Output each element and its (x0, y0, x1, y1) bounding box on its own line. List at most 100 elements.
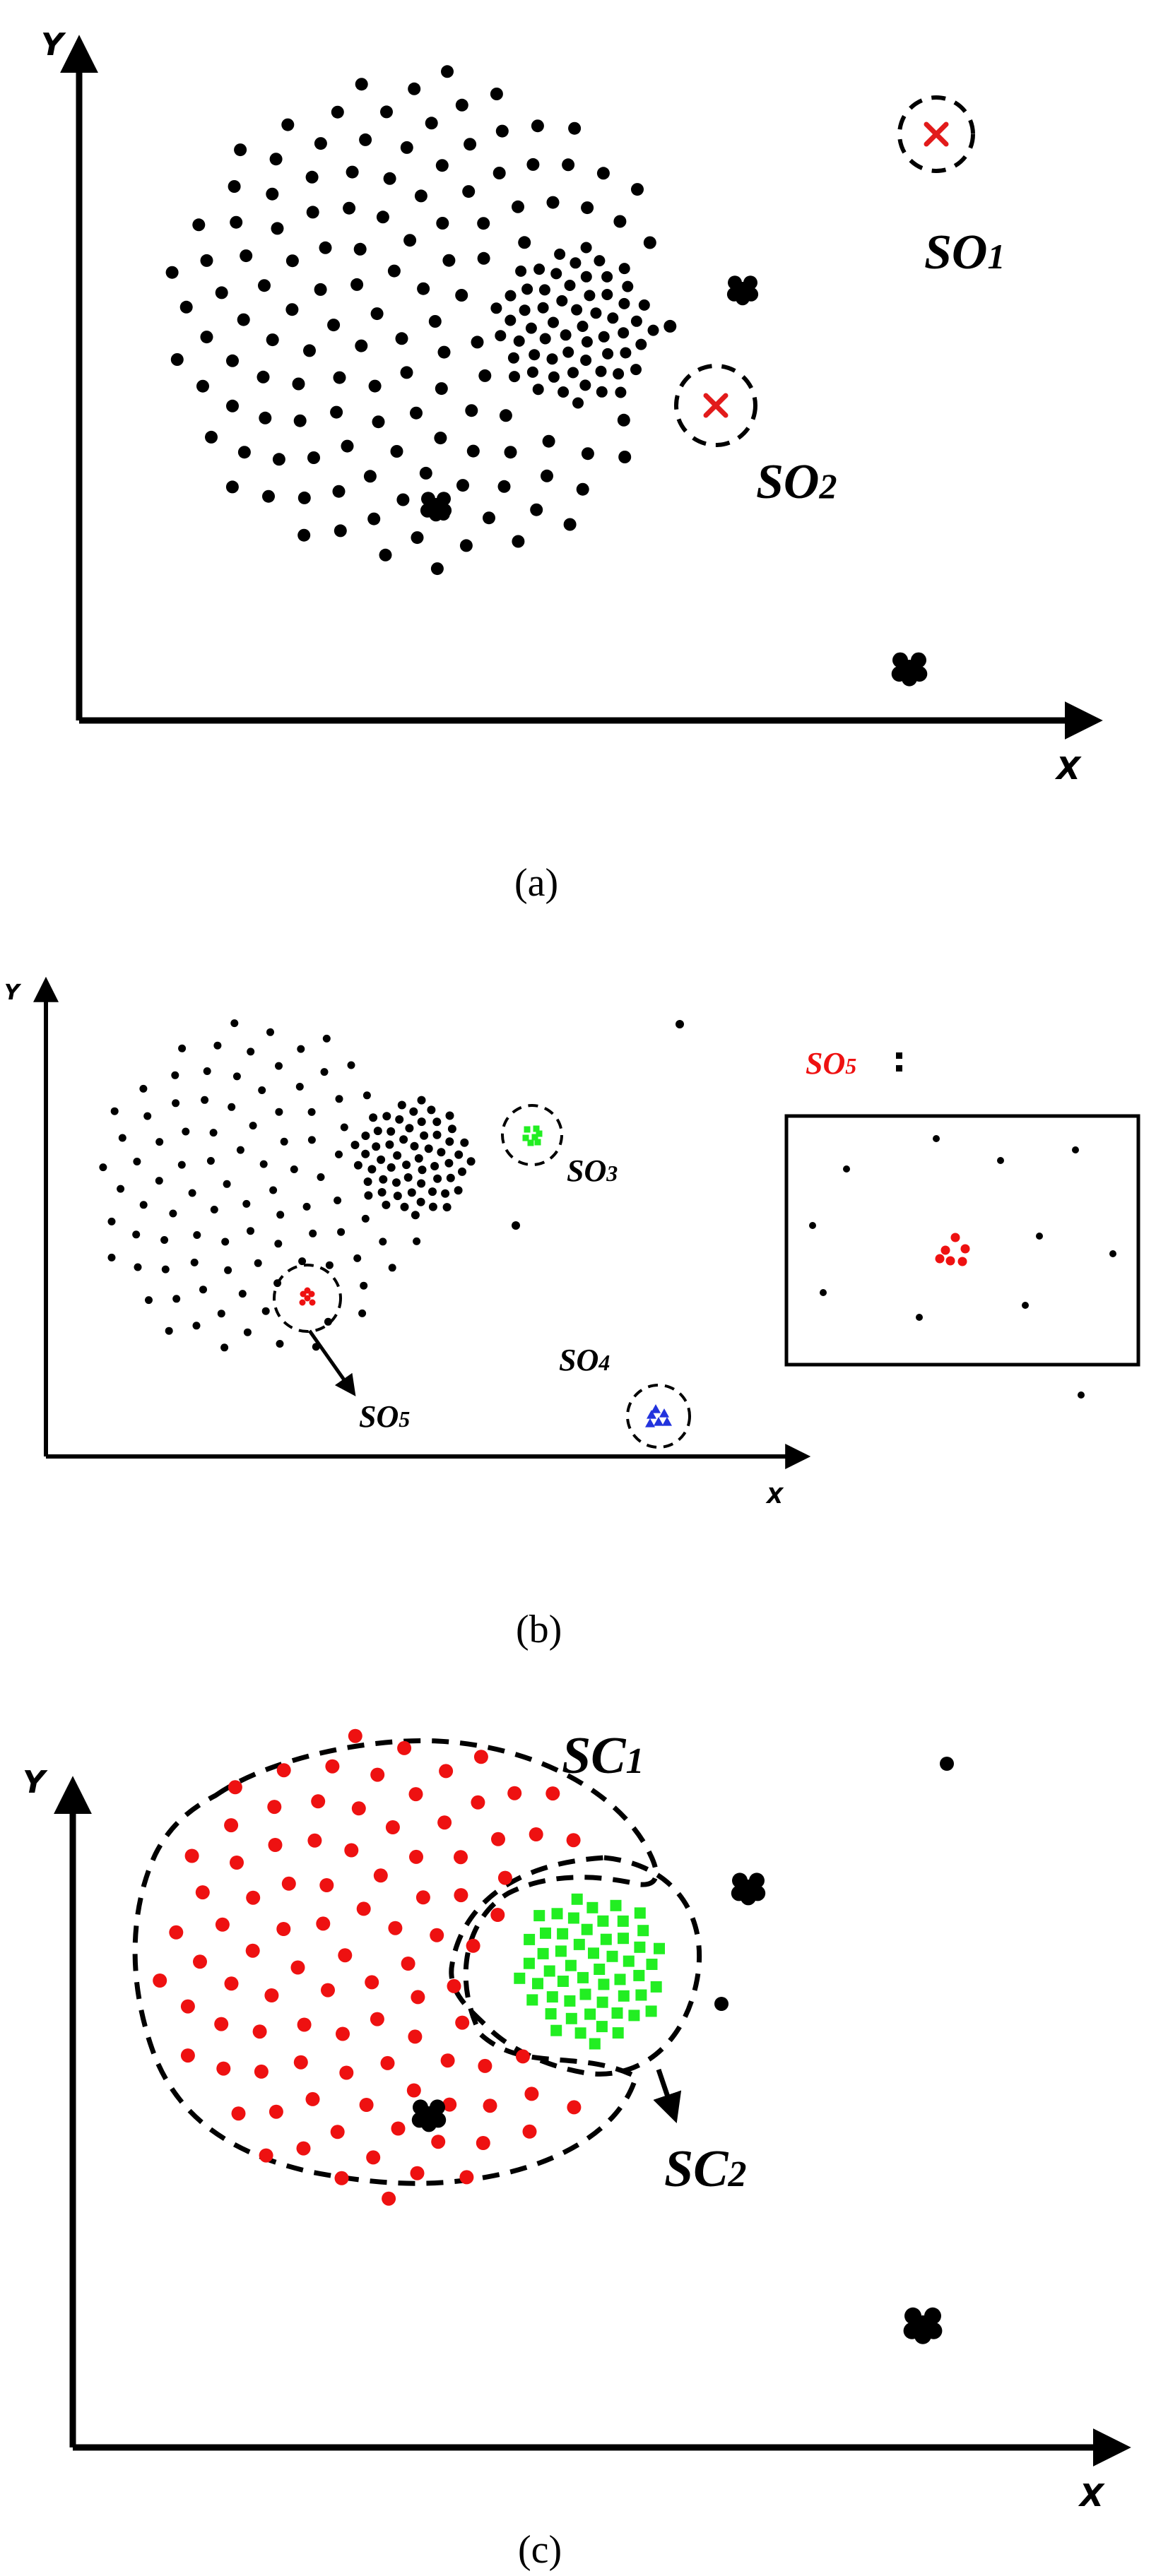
data-point (613, 368, 625, 380)
data-point (221, 1237, 230, 1246)
data-point (620, 347, 632, 359)
data-point (512, 200, 524, 213)
sc1-point (566, 1833, 581, 1848)
data-point (335, 1095, 343, 1103)
noise-cluster (741, 1889, 756, 1906)
sc1-point (339, 2065, 354, 2080)
data-point (507, 352, 519, 364)
sc1-point (567, 2100, 582, 2115)
data-point (538, 284, 550, 296)
so3-point (534, 1139, 541, 1146)
sc2-point (645, 2005, 657, 2017)
noise-cluster (902, 670, 917, 687)
sc2-point (550, 2024, 562, 2036)
data-point (433, 1174, 442, 1183)
inset-title-colon (896, 1052, 902, 1072)
sc2-point (611, 2007, 623, 2019)
sc1-point (365, 1975, 379, 1990)
sc1-point (370, 1767, 385, 1782)
data-point (550, 268, 562, 280)
sc1-point (382, 2191, 396, 2206)
inset-point (997, 1157, 1004, 1164)
data-point (478, 369, 492, 382)
data-point (436, 217, 449, 230)
sc1-point (338, 1948, 353, 1963)
data-point (350, 1141, 360, 1149)
data-point (377, 1188, 387, 1197)
data-point (200, 254, 213, 267)
data-point (564, 280, 576, 291)
data-point (249, 1122, 257, 1130)
sc1-point (430, 1928, 444, 1942)
sc1-point (311, 1794, 326, 1809)
inset-point (1022, 1302, 1029, 1309)
sc2-point (514, 1972, 526, 1984)
data-point (414, 1154, 423, 1163)
so5-point (308, 1290, 315, 1298)
inset-point (820, 1289, 827, 1296)
data-point (224, 1266, 232, 1274)
sc2-point (540, 1927, 551, 1939)
so3-point (524, 1126, 531, 1133)
data-point (546, 353, 558, 365)
sc1-point (491, 1832, 505, 1846)
data-point (490, 302, 502, 314)
data-point (320, 1068, 329, 1076)
sc1-point (442, 2097, 457, 2112)
data-point (134, 1263, 142, 1271)
data-point (341, 439, 354, 453)
so4-point (662, 1417, 672, 1426)
data-point (361, 1132, 370, 1140)
so5-point (299, 1299, 306, 1306)
data-point (225, 480, 239, 494)
data-point (446, 1173, 455, 1182)
data-point (396, 493, 410, 506)
data-point (262, 489, 275, 503)
data-point (281, 118, 295, 131)
data-point (232, 1072, 241, 1081)
data-point (293, 414, 307, 427)
data-point (568, 121, 582, 135)
noise-point (940, 1757, 954, 1771)
data-point (209, 1129, 218, 1137)
data-point (333, 371, 346, 384)
sc2-point (588, 1947, 599, 1959)
data-point (505, 290, 517, 302)
data-point (379, 1237, 387, 1246)
data-point (145, 1296, 153, 1305)
inset-point (809, 1222, 816, 1229)
data-point (601, 271, 613, 283)
sc1-point (476, 2136, 490, 2150)
data-point (382, 1200, 391, 1209)
data-point (430, 1162, 440, 1170)
data-point (407, 1188, 416, 1197)
sc2-point (623, 1955, 635, 1967)
inset-so5-point (960, 1244, 970, 1254)
sc1-point (230, 1856, 244, 1870)
sc2-point (600, 1933, 612, 1945)
data-point (427, 1105, 436, 1115)
data-point (432, 1130, 442, 1139)
data-point (411, 531, 424, 545)
data-point (258, 279, 271, 292)
data-point (380, 105, 393, 119)
sc1-point (296, 2141, 311, 2156)
data-point (630, 364, 642, 376)
data-point (361, 1149, 370, 1158)
data-point (435, 382, 448, 396)
data-point (548, 316, 559, 328)
sc2-point (650, 1981, 662, 1993)
inset-point (933, 1135, 940, 1142)
sc2-point (523, 1957, 535, 1969)
data-point (269, 153, 283, 166)
data-point (369, 1113, 378, 1122)
data-point (373, 1127, 382, 1136)
sc2-point (543, 1965, 555, 1977)
sc1-point (307, 1833, 322, 1848)
data-point (447, 1124, 456, 1134)
sc1-point (153, 1973, 167, 1988)
data-point (676, 1020, 684, 1028)
data-point (353, 1254, 362, 1262)
sc1-point (478, 2058, 493, 2073)
inset-so5-point (935, 1254, 945, 1264)
